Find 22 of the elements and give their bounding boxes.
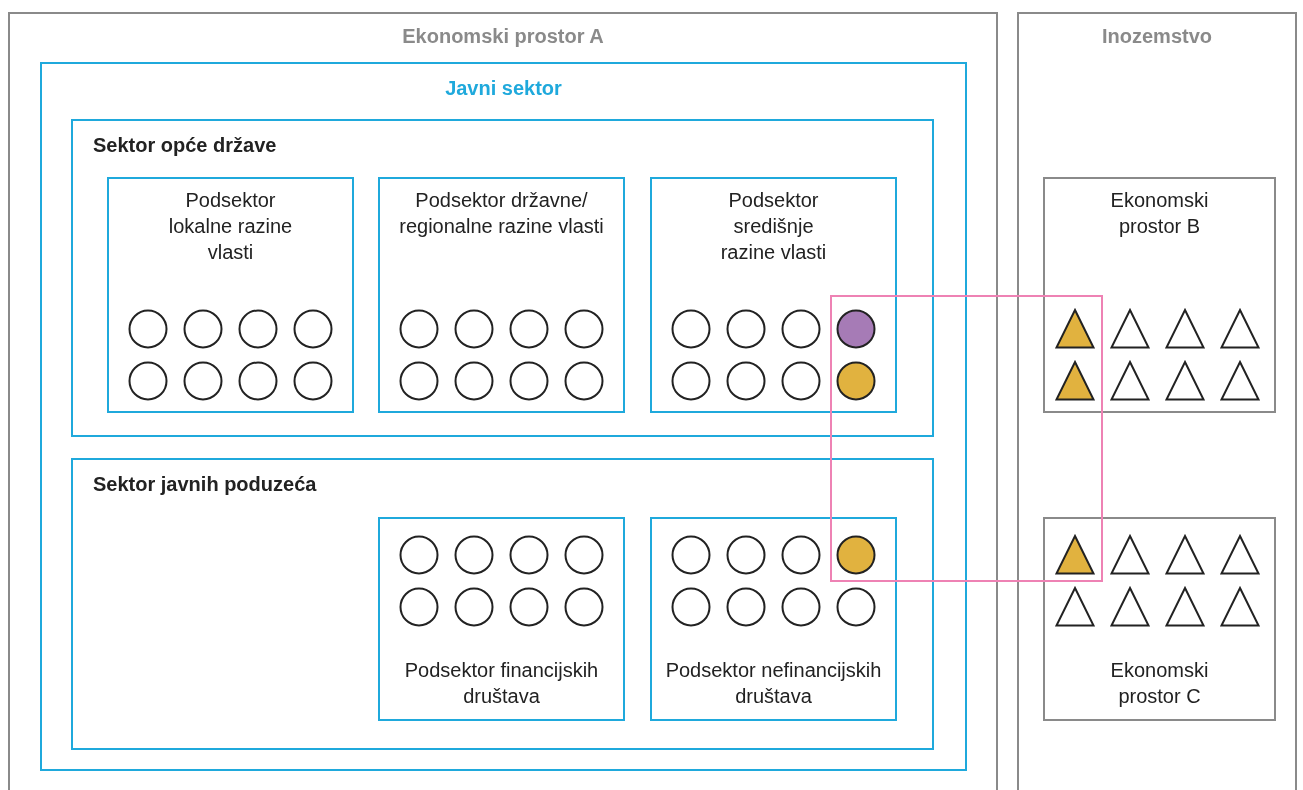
box-label: Ekonomski prostor B xyxy=(1109,188,1210,239)
box-label: Podsektor državne/ regionalne razine vlasti xyxy=(398,188,605,239)
group-box xyxy=(378,517,625,721)
group-title: Javni sektor xyxy=(444,76,563,101)
group-title: Sektor javnih poduzeća xyxy=(93,472,318,497)
box-label: Podsektor središnje razine vlasti xyxy=(719,188,828,265)
box-label: Podsektor nefinancijskih društava xyxy=(664,658,883,709)
box-label: Ekonomski prostor C xyxy=(1109,658,1210,709)
group-title: Inozemstvo xyxy=(1101,24,1213,49)
group-title: Sektor opće države xyxy=(93,133,278,158)
group-box xyxy=(1043,177,1276,413)
group-box xyxy=(107,177,354,413)
group-box xyxy=(1043,517,1276,721)
group-box xyxy=(650,517,897,721)
group-box xyxy=(71,458,934,750)
group-box xyxy=(650,177,897,413)
group-box xyxy=(1017,12,1297,790)
group-box xyxy=(71,119,934,437)
box-label: Podsektor lokalne razine vlasti xyxy=(167,188,294,265)
group-box xyxy=(378,177,625,413)
group-title: Ekonomski prostor A xyxy=(401,24,605,49)
box-label: Podsektor financijskih društava xyxy=(403,658,600,709)
